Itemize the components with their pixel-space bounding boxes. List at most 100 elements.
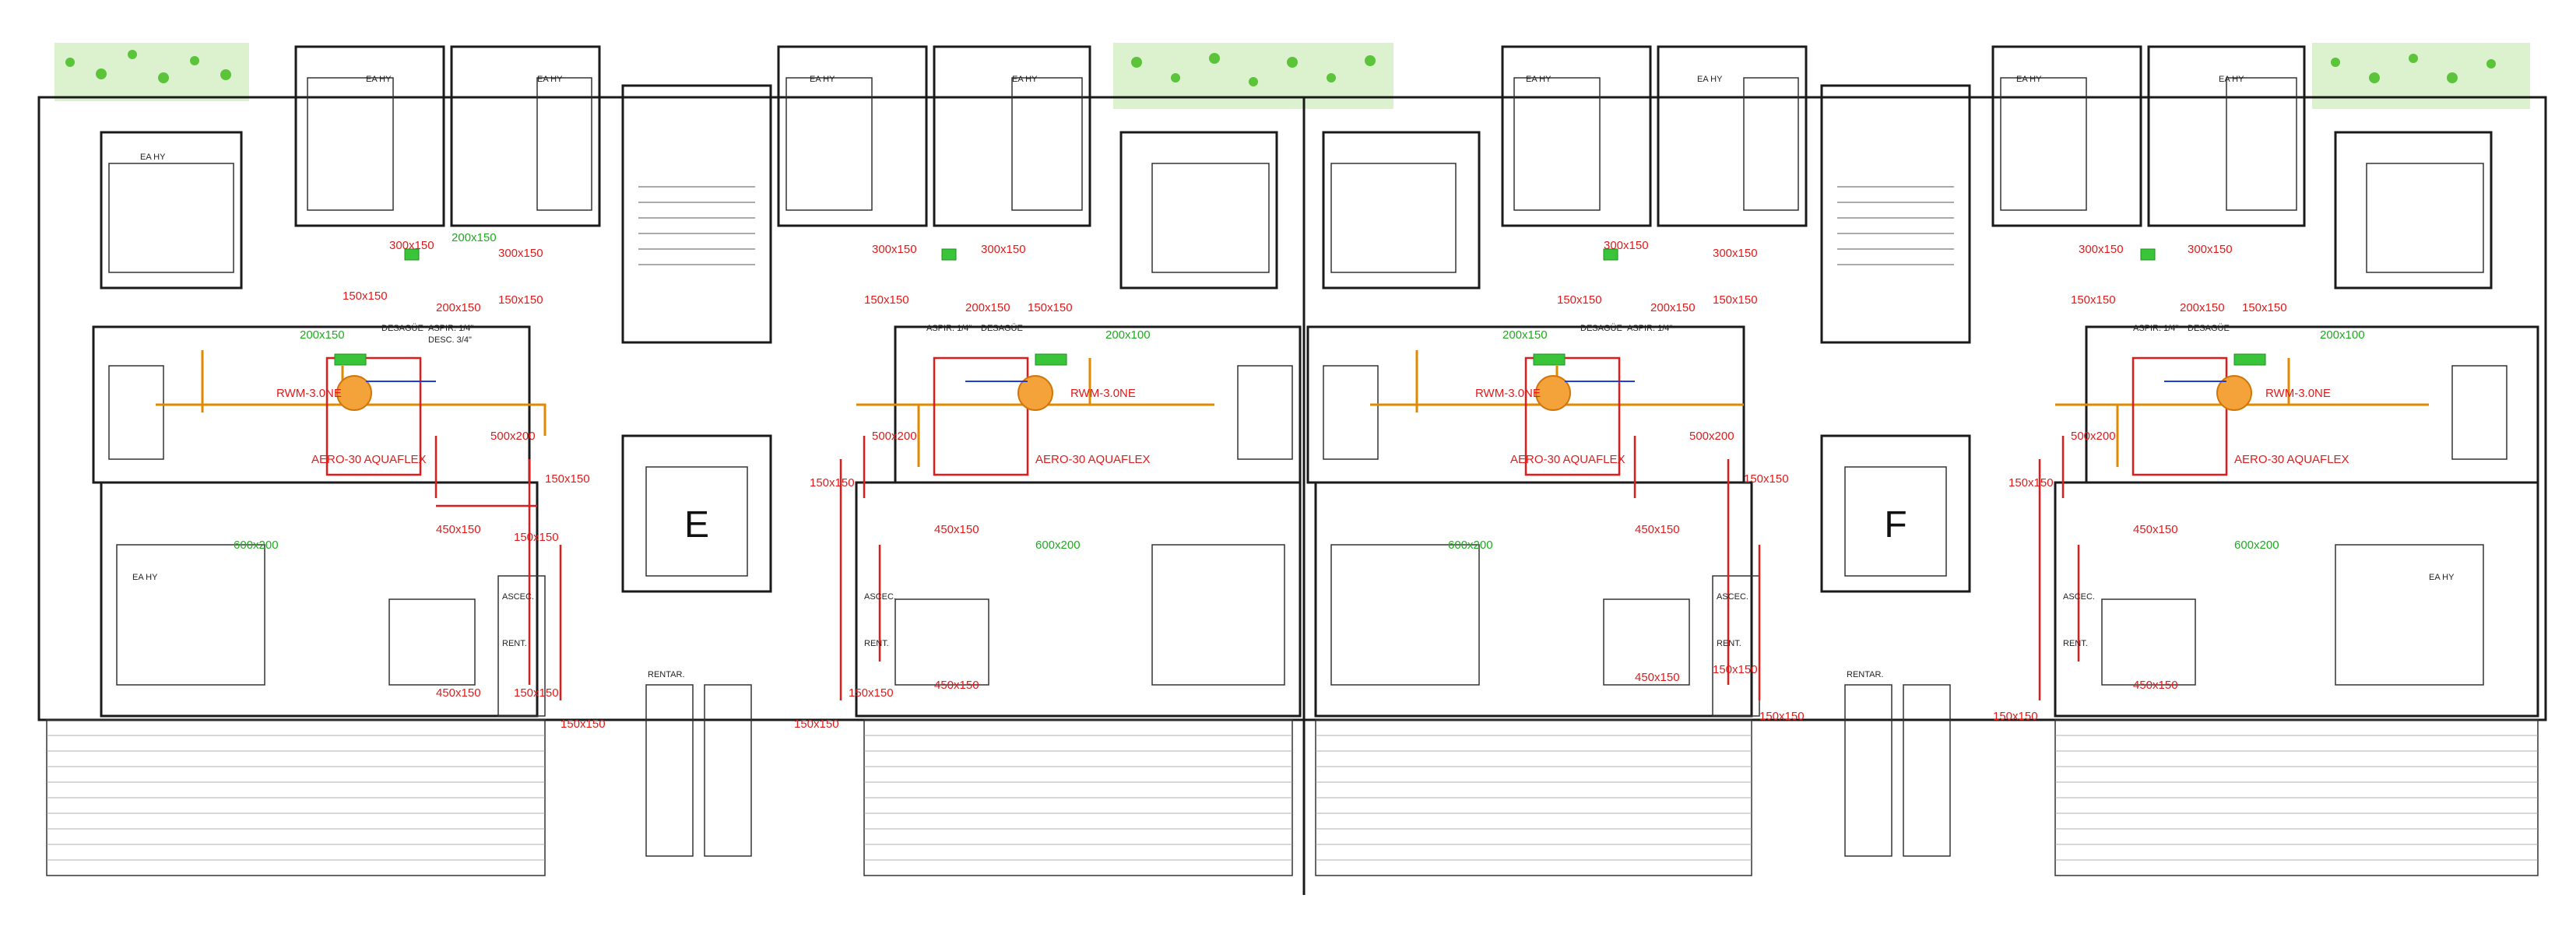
duct-label: 200x100 — [1105, 328, 1151, 342]
duct-label: 150x150 — [864, 293, 909, 307]
aero-label: AERO-30 AQUAFLEX — [1510, 453, 1625, 466]
room-label: DESAGÜE — [381, 324, 423, 333]
room-label: ASCEC. — [864, 592, 896, 602]
room-label: RENT. — [864, 639, 889, 648]
room-label: EA HY — [1012, 75, 1038, 84]
core-f: F — [1820, 84, 1971, 857]
apartment-unit-1 — [46, 45, 601, 876]
room-labels: EA HY EA HY EA HY DESAGÜE ASPIR. 1/4" DE… — [132, 75, 2455, 679]
room-label: DESAGÜE — [981, 324, 1023, 333]
duct-label: 150x150 — [1713, 663, 1758, 676]
duct-label: 150x150 — [1028, 301, 1073, 314]
duct-label: 450x150 — [934, 523, 979, 536]
room-label: ASCEC. — [2063, 592, 2095, 602]
duct-label: 500x200 — [2071, 430, 2116, 443]
duct-label: 300x150 — [1713, 247, 1758, 260]
duct-label: 200x150 — [1650, 301, 1696, 314]
room-label: EA HY — [140, 153, 166, 162]
duct-label: 500x200 — [1689, 430, 1734, 443]
duct-label: 150x150 — [498, 293, 543, 307]
room-label: DESAGÜE — [2188, 324, 2230, 333]
room-label: EA HY — [2219, 75, 2244, 84]
apartment-unit-2 — [777, 45, 1302, 876]
room-label: RENT. — [502, 639, 527, 648]
room-label: DESC. 3/4" — [428, 335, 472, 345]
terrace-paving — [47, 735, 2538, 861]
room-label: EA HY — [132, 573, 158, 582]
duct-label: 150x150 — [545, 472, 590, 486]
duct-label: 450x150 — [1635, 523, 1680, 536]
room-label: RENTAR. — [648, 670, 684, 679]
unit-label: RWM-3.0NE — [2265, 387, 2331, 400]
duct-label: 300x150 — [2079, 243, 2124, 256]
unit-label: RWM-3.0NE — [1070, 387, 1136, 400]
room-label: RENTAR. — [1847, 670, 1883, 679]
room-label: ASPIR. 1/4" — [2133, 324, 2178, 333]
room-label: EA HY — [1697, 75, 1723, 84]
duct-label: 600x200 — [1035, 539, 1081, 552]
core-e: E — [621, 84, 772, 857]
duct-label: 300x150 — [872, 243, 917, 256]
duct-label: 150x150 — [2242, 301, 2287, 314]
duct-label: 150x150 — [810, 476, 855, 490]
duct-label: 200x150 — [1502, 328, 1548, 342]
core-label-e: E — [684, 504, 709, 546]
duct-label: 300x150 — [1604, 239, 1649, 252]
duct-label: 150x150 — [849, 686, 894, 700]
duct-label: 150x150 — [514, 531, 559, 544]
extract-ducts — [325, 356, 2228, 700]
duct-label: 500x200 — [490, 430, 536, 443]
equipment-labels: RWM-3.0NE RWM-3.0NE RWM-3.0NE RWM-3.0NE … — [276, 387, 2349, 466]
room-label: EA HY — [366, 75, 392, 84]
room-label: EA HY — [2016, 75, 2042, 84]
unit-label: RWM-3.0NE — [1475, 387, 1541, 400]
room-label: ASPIR. 1/4" — [428, 324, 473, 333]
air-grilles — [334, 248, 2266, 366]
duct-label: 150x150 — [1759, 710, 1805, 723]
duct-label: 150x150 — [1713, 293, 1758, 307]
room-label: EA HY — [1526, 75, 1552, 84]
duct-label: 200x150 — [965, 301, 1010, 314]
duct-label: 600x200 — [234, 539, 279, 552]
aero-label: AERO-30 AQUAFLEX — [311, 453, 427, 466]
duct-label: 500x200 — [872, 430, 917, 443]
duct-label: 450x150 — [2133, 679, 2178, 692]
duct-label: 200x150 — [300, 328, 345, 342]
core-label-f: F — [1884, 504, 1907, 546]
aero-label: AERO-30 AQUAFLEX — [2234, 453, 2349, 466]
duct-label: 300x150 — [498, 247, 543, 260]
room-label: ASCEC. — [1717, 592, 1748, 602]
duct-label: 300x150 — [389, 239, 434, 252]
duct-label: 450x150 — [436, 523, 481, 536]
room-label: ASPIR. 1/4" — [1627, 324, 1672, 333]
duct-label: 200x150 — [2180, 301, 2225, 314]
room-label: EA HY — [2429, 573, 2455, 582]
duct-label: 300x150 — [981, 243, 1026, 256]
room-label: RENT. — [2063, 639, 2088, 648]
duct-label: 150x150 — [794, 718, 839, 731]
duct-label: 450x150 — [1635, 671, 1680, 684]
duct-label: 150x150 — [561, 718, 606, 731]
unit-label: RWM-3.0NE — [276, 387, 342, 400]
apartment-unit-3 — [1306, 45, 1808, 876]
duct-label: 600x200 — [1448, 539, 1493, 552]
aero-label: AERO-30 AQUAFLEX — [1035, 453, 1151, 466]
room-label: RENT. — [1717, 639, 1741, 648]
room-label: ASCEC. — [502, 592, 534, 602]
duct-label: 200x150 — [436, 301, 481, 314]
duct-label: 200x100 — [2320, 328, 2365, 342]
room-label: EA HY — [537, 75, 563, 84]
duct-label: 150x150 — [514, 686, 559, 700]
roof-vegetation — [54, 43, 2530, 109]
duct-label: 600x200 — [2234, 539, 2279, 552]
heat-pump-units — [336, 375, 2252, 411]
duct-label: 150x150 — [1993, 710, 2038, 723]
duct-label: 450x150 — [934, 679, 979, 692]
duct-label: 150x150 — [343, 290, 388, 303]
duct-label: 150x150 — [2008, 476, 2054, 490]
room-label: DESAGÜE — [1580, 324, 1622, 333]
duct-label: 300x150 — [2188, 243, 2233, 256]
room-label: EA HY — [810, 75, 835, 84]
duct-label: 450x150 — [436, 686, 481, 700]
